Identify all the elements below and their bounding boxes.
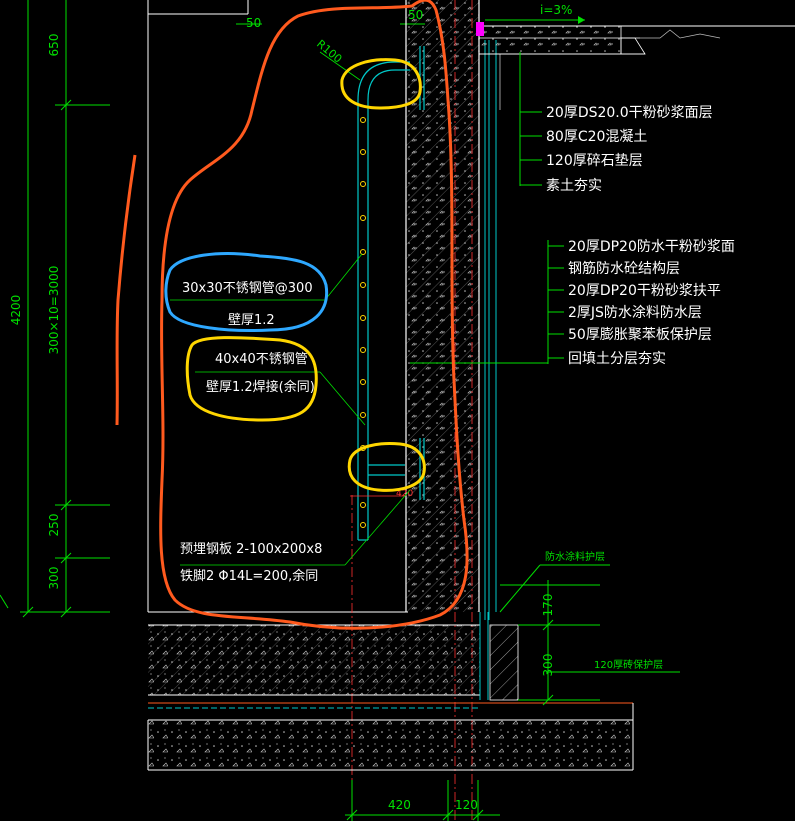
dim-170-label: 170 <box>541 594 555 617</box>
pipe40-text-2: 壁厚1.2焊接(余同) <box>206 379 315 395</box>
surface-layer-1: 20厚DS20.0干粉砂浆面层 <box>546 105 713 121</box>
yellow-top-cloud <box>340 58 422 110</box>
interior-face-lines <box>147 0 408 613</box>
dim-650-label: 650 <box>47 34 61 57</box>
dim-4200-label: 4200 <box>9 295 23 326</box>
yellow-bottom-cloud <box>347 442 426 492</box>
dim-300-left-label: 300 <box>47 567 61 590</box>
bottom-dims <box>345 780 500 821</box>
surface-layer-3: 120厚碎石垫层 <box>546 153 643 169</box>
surface-layer-4: 素土夯实 <box>546 178 602 194</box>
dim-50a-label: 50 <box>246 16 261 30</box>
handrail-assembly <box>350 46 425 541</box>
dim-420-small-label: 420 <box>396 489 413 499</box>
orange-markup-stroke <box>115 154 137 426</box>
dim-3000-label: 300×10=3000 <box>47 266 61 355</box>
blue-annotation-cloud <box>164 252 329 332</box>
ground-surface <box>476 16 795 110</box>
dim-250-label: 250 <box>47 514 61 537</box>
dim-300-right-label: 300 <box>541 654 555 677</box>
plate-text-2: 铁脚2 Φ14L=200,余同 <box>180 568 318 584</box>
radius-leader <box>319 51 361 81</box>
right-bottom-dims <box>499 564 680 706</box>
brick-protect-label: 120厚砖保护层 <box>594 658 663 671</box>
pipe30-text-2: 壁厚1.2 <box>228 313 275 328</box>
annotation-leaders <box>170 253 411 566</box>
wall-layer-5: 50厚膨胀聚苯板保护层 <box>568 326 712 343</box>
wall-layer-3: 20厚DP20干粉砂浆扶平 <box>568 283 721 299</box>
pipe-bolt-holes <box>360 117 366 528</box>
radius-label: R100 <box>314 37 344 65</box>
wall-layer-4: 2厚JS防水涂料防水层 <box>568 305 702 321</box>
surface-layer-2: 80厚C20混凝土 <box>546 129 647 145</box>
wall-layer-leaders <box>410 240 564 364</box>
dim-420-bottom-label: 420 <box>388 798 411 812</box>
wall-layer-1: 20厚DP20防水干粉砂浆面 <box>568 239 735 255</box>
retaining-wall <box>405 0 497 620</box>
waterproof-protect-label: 防水涂料护层 <box>545 550 605 563</box>
plate-text-1: 预埋钢板 2-100x200x8 <box>180 542 322 557</box>
surface-layer-leaders <box>519 52 542 186</box>
yellow-annotation-cloud <box>185 336 318 422</box>
left-dimension-chain <box>0 0 110 618</box>
dim-120-bottom-label: 120 <box>455 798 478 812</box>
wall-layer-6: 回填土分层夯实 <box>568 351 666 367</box>
base-slab <box>147 612 634 771</box>
wall-layer-2: 钢筋防水砼结构层 <box>568 260 680 277</box>
slope-label: i=3% <box>540 3 572 17</box>
pipe40-text-1: 40x40不锈钢管 <box>215 352 308 367</box>
orange-revision-cloud <box>159 0 469 630</box>
pipe30-text-1: 30x30不锈钢管@300 <box>182 281 313 296</box>
